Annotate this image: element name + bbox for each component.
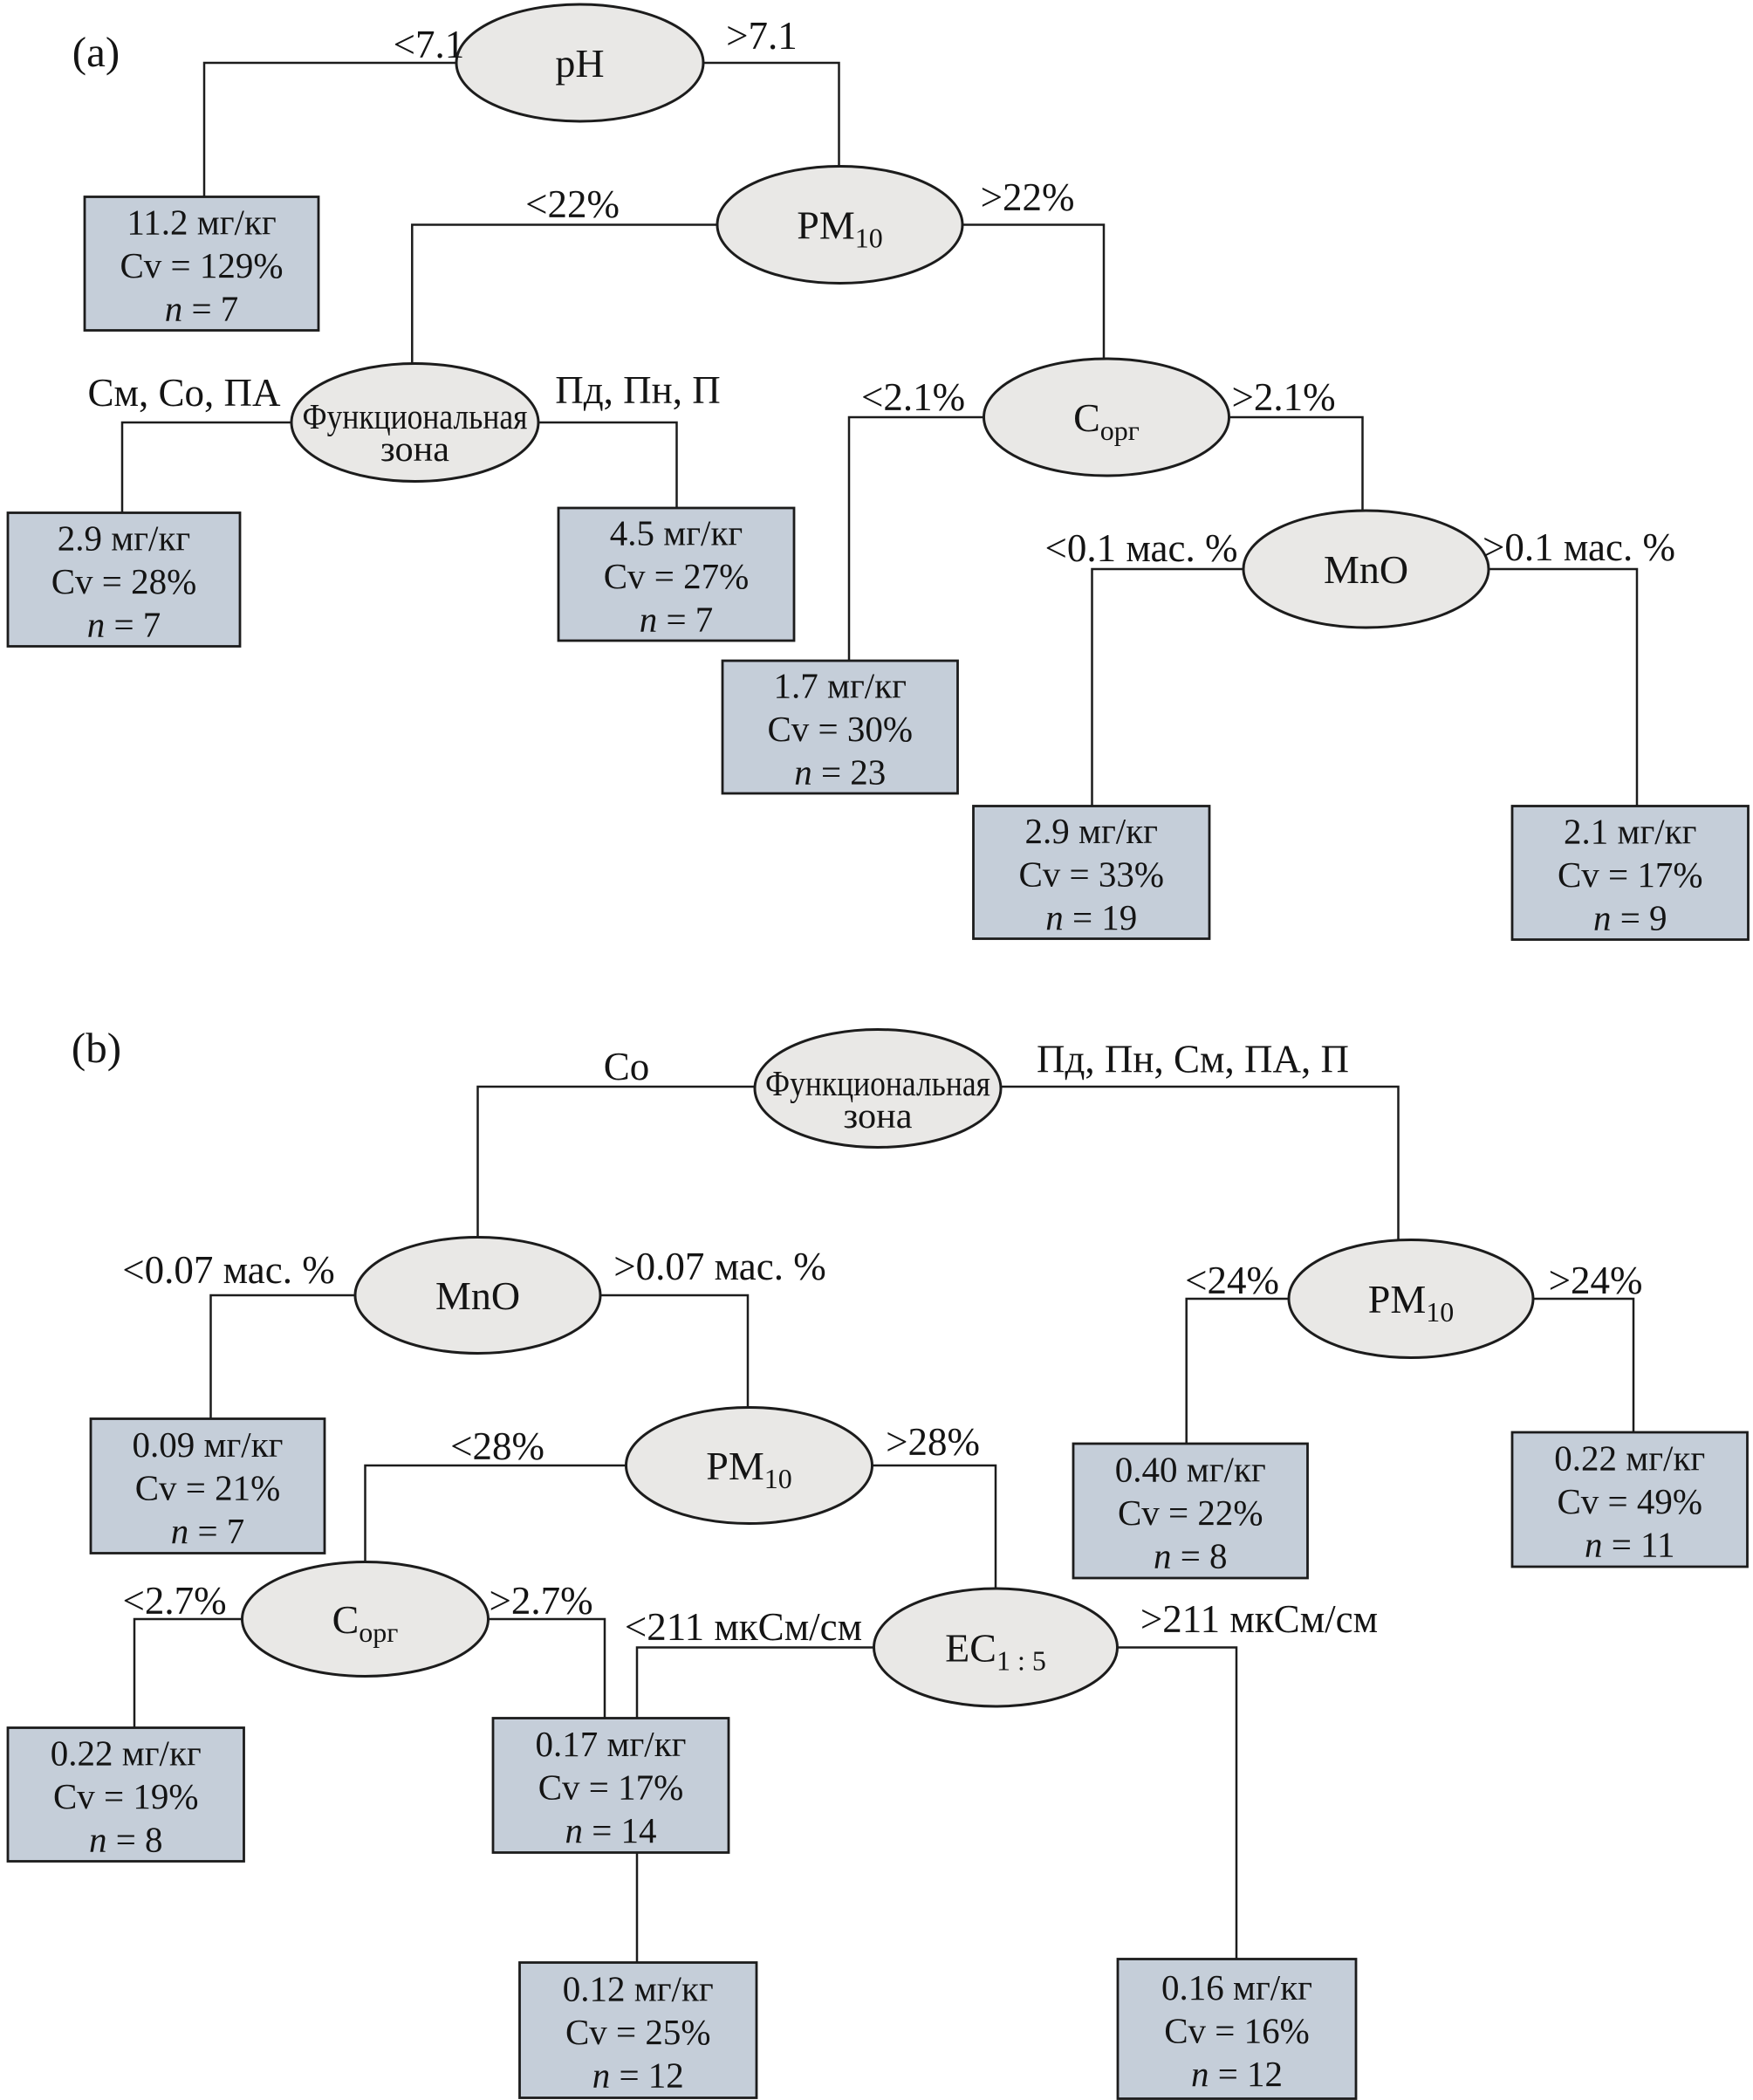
svg-text:>7.1: >7.1: [726, 14, 798, 58]
svg-text:>28%: >28%: [886, 1420, 980, 1464]
svg-text:Cv = 25%: Cv = 25%: [565, 2012, 711, 2052]
svg-text:Cv = 17%: Cv = 17%: [538, 1767, 684, 1808]
svg-text:<7.1: <7.1: [394, 23, 465, 66]
svg-text:>0.07 мас. %: >0.07 мас. %: [613, 1245, 825, 1288]
svg-text:4.5 мг/кг: 4.5 мг/кг: [610, 513, 743, 553]
svg-text:Cv = 49%: Cv = 49%: [1557, 1481, 1702, 1521]
svg-text:Cv = 21%: Cv = 21%: [135, 1468, 281, 1508]
svg-text:<2.1%: <2.1%: [861, 375, 965, 419]
svg-text:0.40 мг/кг: 0.40 мг/кг: [1115, 1450, 1266, 1490]
svg-text:11.2 мг/кг: 11.2 мг/кг: [127, 202, 276, 243]
svg-text:См, Со, ПА: См, Со, ПА: [87, 371, 281, 415]
svg-text:>211 мкСм/см: >211 мкСм/см: [1140, 1597, 1378, 1641]
svg-text:<0.1 мас. %: <0.1 мас. %: [1045, 526, 1238, 570]
svg-text:>24%: >24%: [1549, 1259, 1643, 1302]
svg-text:0.12 мг/кг: 0.12 мг/кг: [563, 1969, 714, 2009]
svg-text:2.9 мг/кг: 2.9 мг/кг: [58, 518, 190, 559]
svg-text:Cv = 16%: Cv = 16%: [1164, 2011, 1310, 2051]
svg-text:MnO: MnO: [1324, 547, 1408, 592]
svg-text:0.16 мг/кг: 0.16 мг/кг: [1161, 1967, 1312, 2007]
svg-text:n = 7: n = 7: [165, 289, 239, 329]
svg-text:Пд, Пн, П: Пд, Пн, П: [555, 368, 720, 412]
svg-text:0.22 мг/кг: 0.22 мг/кг: [1554, 1438, 1705, 1479]
svg-text:Cv = 33%: Cv = 33%: [1018, 854, 1164, 895]
svg-text:Функциональная: Функциональная: [303, 396, 528, 436]
svg-text:>2.7%: >2.7%: [489, 1579, 592, 1623]
svg-text:Cv = 17%: Cv = 17%: [1558, 854, 1703, 895]
svg-text:зона: зона: [380, 429, 449, 469]
svg-text:Cv = 19%: Cv = 19%: [53, 1776, 199, 1816]
svg-text:n = 7: n = 7: [87, 605, 161, 645]
svg-text:Co: Co: [604, 1045, 650, 1088]
svg-text:<28%: <28%: [450, 1424, 544, 1468]
svg-text:n = 12: n = 12: [592, 2055, 684, 2096]
svg-text:Cv = 30%: Cv = 30%: [767, 709, 913, 749]
svg-text:Cv = 22%: Cv = 22%: [1118, 1493, 1263, 1533]
svg-text:n = 7: n = 7: [640, 600, 714, 640]
svg-text:зона: зона: [844, 1095, 913, 1136]
svg-text:Cv = 27%: Cv = 27%: [604, 556, 750, 596]
svg-text:n = 23: n = 23: [794, 752, 886, 793]
svg-text:n = 8: n = 8: [89, 1820, 163, 1860]
svg-text:n = 7: n = 7: [171, 1511, 245, 1551]
svg-text:n = 14: n = 14: [565, 1810, 656, 1850]
svg-text:n = 12: n = 12: [1191, 2054, 1283, 2094]
svg-text:2.1 мг/кг: 2.1 мг/кг: [1564, 812, 1696, 852]
svg-text:>22%: >22%: [981, 175, 1075, 219]
svg-text:<211 мкСм/см: <211 мкСм/см: [625, 1605, 862, 1649]
svg-text:MnO: MnO: [435, 1273, 520, 1318]
svg-text:0.17 мг/кг: 0.17 мг/кг: [536, 1724, 687, 1764]
svg-text:n = 9: n = 9: [1593, 898, 1667, 938]
svg-text:Cv = 129%: Cv = 129%: [120, 245, 283, 285]
svg-text:Cv = 28%: Cv = 28%: [51, 561, 197, 601]
svg-text:>0.1 мас. %: >0.1 мас. %: [1483, 525, 1675, 569]
svg-text:<24%: <24%: [1185, 1259, 1279, 1302]
svg-text:pH: pH: [555, 41, 604, 86]
svg-text:Функциональная: Функциональная: [765, 1063, 990, 1103]
svg-text:2.9 мг/кг: 2.9 мг/кг: [1025, 811, 1158, 851]
svg-text:<0.07 мас. %: <0.07 мас. %: [122, 1248, 334, 1292]
svg-text:n = 19: n = 19: [1045, 897, 1137, 937]
svg-text:n = 8: n = 8: [1154, 1536, 1228, 1576]
svg-text:Пд, Пн, См, ПА, П: Пд, Пн, См, ПА, П: [1037, 1038, 1349, 1081]
svg-text:n = 11: n = 11: [1585, 1525, 1675, 1565]
svg-text:<2.7%: <2.7%: [122, 1579, 226, 1623]
svg-text:1.7 мг/кг: 1.7 мг/кг: [774, 666, 907, 706]
svg-text:0.09 мг/кг: 0.09 мг/кг: [133, 1424, 284, 1465]
svg-text:0.22 мг/кг: 0.22 мг/кг: [51, 1733, 202, 1774]
svg-text:(b): (b): [72, 1024, 121, 1072]
svg-text:>2.1%: >2.1%: [1231, 375, 1335, 419]
svg-text:<22%: <22%: [525, 182, 620, 226]
svg-text:(a): (a): [72, 28, 120, 76]
